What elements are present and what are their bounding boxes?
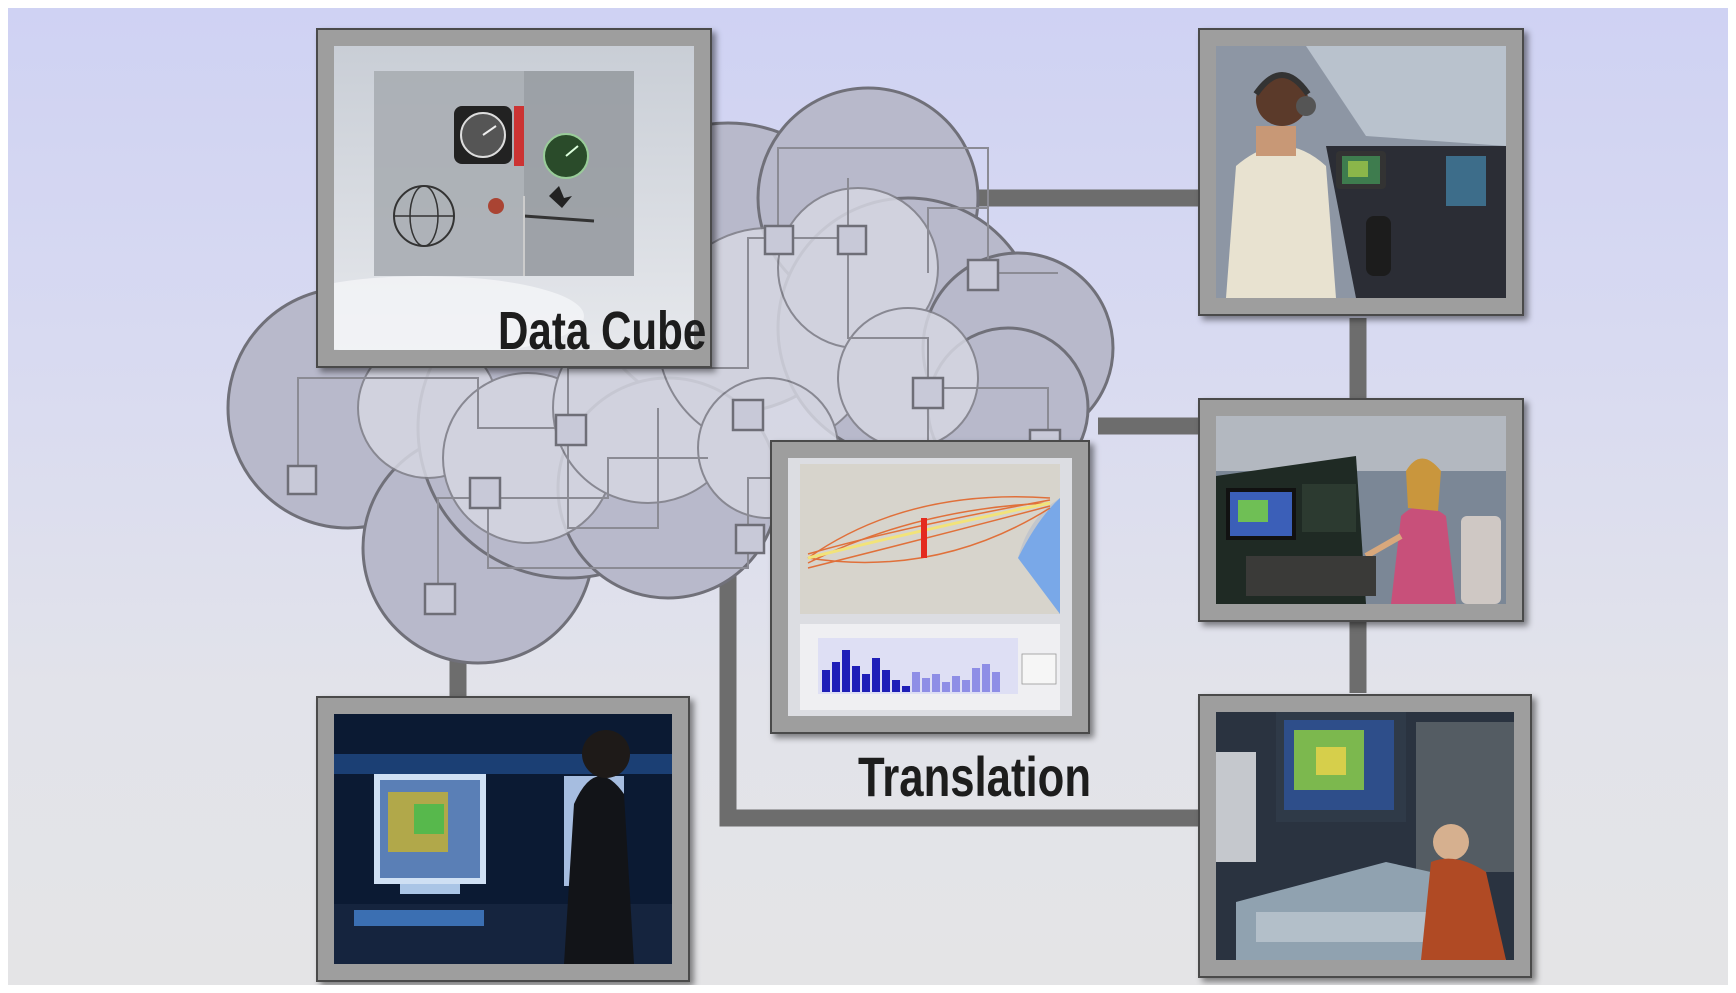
translation-panel xyxy=(770,440,1090,734)
pilot-cockpit-image xyxy=(1216,46,1506,298)
translation-label: Translation xyxy=(858,745,1092,808)
translation-image xyxy=(788,458,1072,716)
data-cube-label: Data Cube xyxy=(498,301,707,361)
dispatcher-console-panel xyxy=(1198,694,1532,978)
tower-controller-panel xyxy=(1198,398,1524,622)
weather-forecaster-panel xyxy=(316,696,690,982)
weather-forecaster-image xyxy=(334,714,672,964)
circuit-lines xyxy=(297,147,1058,598)
diagram-canvas: Data Cube xyxy=(8,8,1728,985)
data-cube-panel: Data Cube xyxy=(316,28,712,368)
tower-controller-image xyxy=(1216,416,1506,604)
data-cube-image xyxy=(334,46,694,350)
dispatcher-console-image xyxy=(1216,712,1514,960)
pilot-cockpit-panel xyxy=(1198,28,1524,316)
